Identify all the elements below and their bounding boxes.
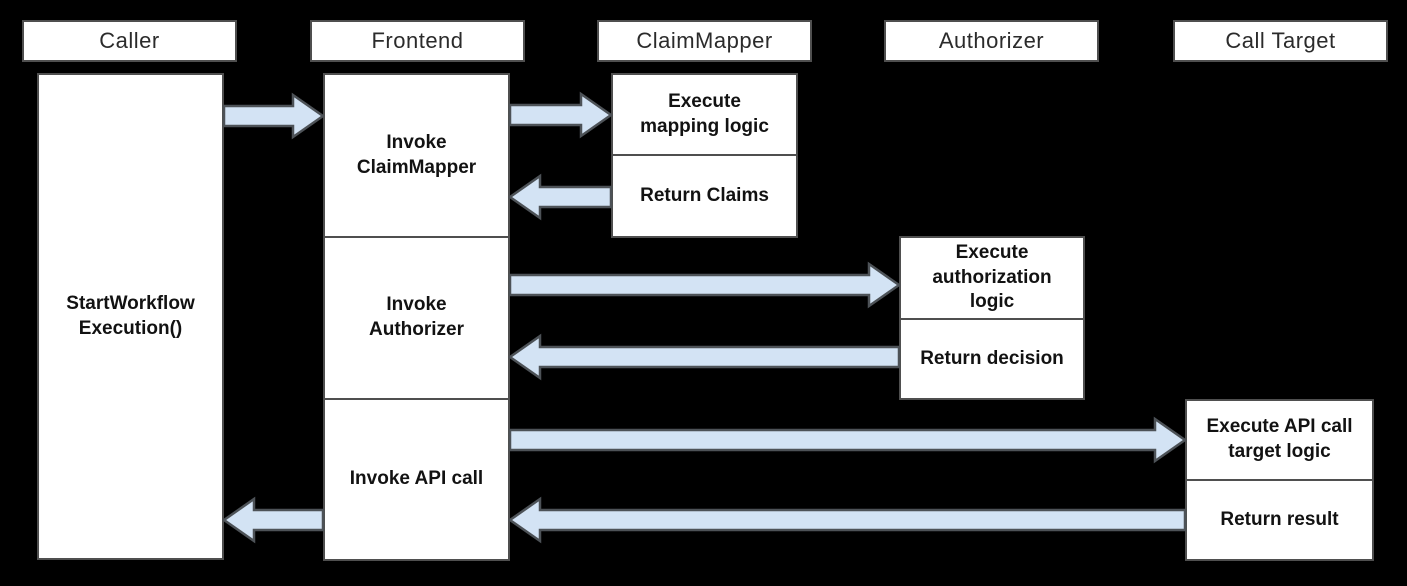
activation-label: StartWorkflow Execution() [66, 292, 195, 339]
activation-call-target-return-result: Return result [1185, 479, 1374, 561]
activation-label: Execute mapping logic [640, 90, 769, 137]
lifeline-header-label: Caller [99, 28, 160, 53]
activation-frontend-invoke-claimmapper: Invoke ClaimMapper [323, 73, 510, 238]
activation-call-target-execute-api-call-target-logic: Execute API call target logic [1185, 399, 1374, 481]
lifeline-header-frontend: Frontend [310, 20, 525, 62]
arrow-claimmapper-to-frontend [507, 173, 613, 221]
arrow-frontend-to-caller [221, 496, 325, 544]
activation-claimmapper-execute-mapping-logic: Execute mapping logic [611, 73, 798, 156]
activation-caller-startworkflowexecution: StartWorkflow Execution() [37, 73, 224, 560]
lifeline-header-label: ClaimMapper [636, 28, 773, 53]
arrow-frontend-to-call-target [508, 416, 1188, 464]
arrow-shape [507, 333, 901, 381]
activation-label: Invoke ClaimMapper [356, 131, 477, 178]
lifeline-header-call-target: Call Target [1173, 20, 1388, 62]
activation-frontend-invoke-api-call: Invoke API call [323, 398, 510, 561]
arrow-frontend-to-claimmapper [508, 91, 614, 139]
activation-label: Return Claims [640, 184, 769, 206]
arrow-frontend-to-authorizer [508, 261, 902, 309]
activation-label: Return result [1220, 508, 1339, 530]
activation-authorizer-execute-authorization-logic: Execute authorization logic [899, 236, 1085, 320]
arrow-authorizer-to-frontend [507, 333, 901, 381]
lifeline-header-authorizer: Authorizer [884, 20, 1099, 62]
lifeline-header-label: Frontend [371, 28, 464, 53]
lifeline-header-label: Call Target [1225, 28, 1336, 53]
activation-authorizer-return-decision: Return decision [899, 318, 1085, 400]
arrow-shape [222, 92, 326, 140]
activation-frontend-invoke-authorizer: Invoke Authorizer [323, 236, 510, 400]
activation-claimmapper-return-claims: Return Claims [611, 154, 798, 238]
activation-label: Return decision [920, 347, 1064, 369]
activation-label: Invoke API call [349, 468, 484, 490]
arrow-shape [508, 416, 1188, 464]
arrow-shape [507, 496, 1187, 544]
lifeline-header-claimmapper: ClaimMapper [597, 20, 812, 62]
arrow-shape [507, 173, 613, 221]
lifeline-header-label: Authorizer [938, 28, 1045, 53]
activation-label: Execute API call target logic [1206, 416, 1353, 462]
activation-label: Invoke Authorizer [369, 294, 464, 340]
arrow-caller-to-frontend [222, 92, 326, 140]
lifeline-header-caller: Caller [22, 20, 237, 62]
arrow-shape [508, 91, 614, 139]
arrow-shape [221, 496, 325, 544]
arrow-shape [508, 261, 902, 309]
activation-label: Execute authorization logic [932, 241, 1052, 313]
arrow-call-target-to-frontend [507, 496, 1187, 544]
